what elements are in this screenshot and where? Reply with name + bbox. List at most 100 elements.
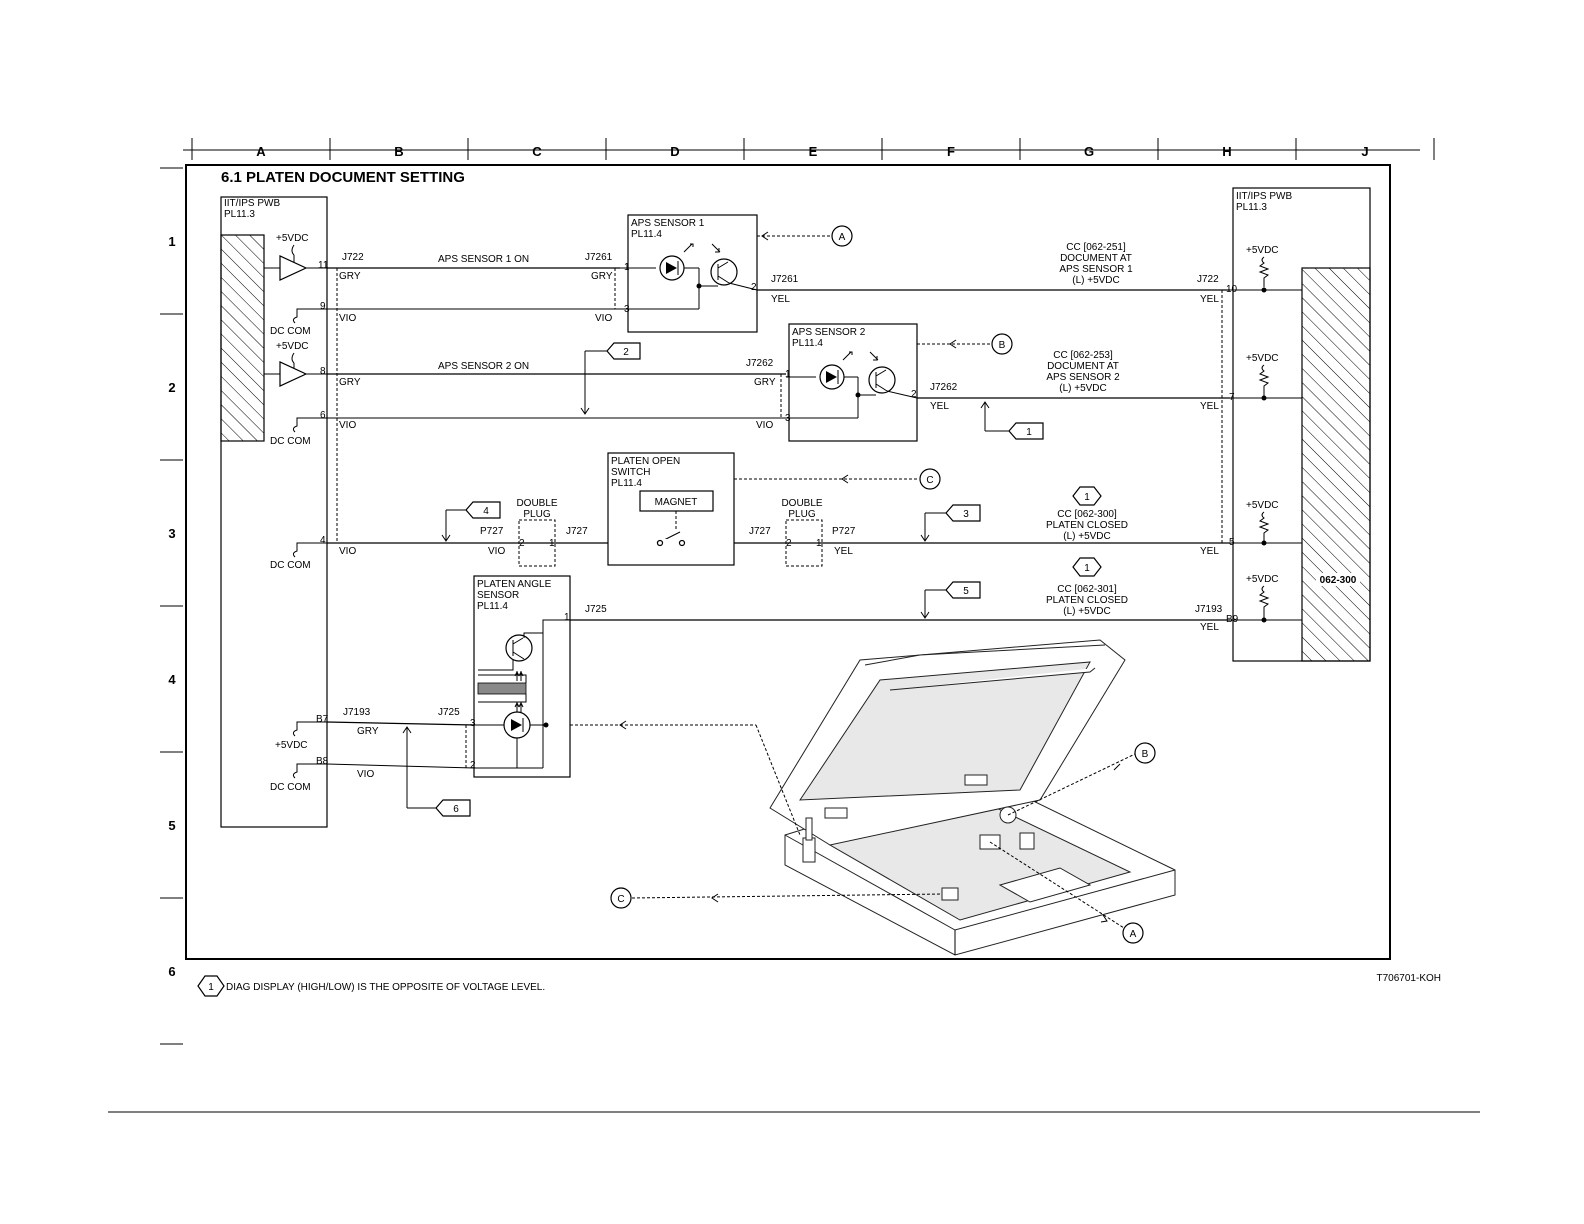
svg-text:GRY: GRY <box>339 271 361 282</box>
svg-text:1: 1 <box>785 369 791 380</box>
svg-text:P727: P727 <box>480 526 504 537</box>
column-label-e: E <box>809 144 818 159</box>
cc-301-marker: 1 <box>1084 563 1090 574</box>
svg-text:+5VDC: +5VDC <box>275 740 308 751</box>
cc-253-line3: APS SENSOR 2 <box>1046 372 1120 383</box>
row-label-3: 3 <box>168 526 175 541</box>
column-label-c: C <box>532 144 542 159</box>
svg-text:DC COM: DC COM <box>270 326 311 337</box>
svg-text:YEL: YEL <box>834 546 853 557</box>
angle-pl: PL11.4 <box>477 601 508 612</box>
cc-300-line3: (L) +5VDC <box>1063 531 1111 542</box>
cc-300-line2: PLATEN CLOSED <box>1046 520 1128 531</box>
svg-text:YEL: YEL <box>1200 294 1219 305</box>
column-label-j: J <box>1361 144 1368 159</box>
pin-b7: B7 <box>316 714 329 725</box>
svg-text:J722: J722 <box>1197 274 1219 285</box>
switch-pl: PL11.4 <box>611 478 642 489</box>
svg-text:1: 1 <box>208 982 214 993</box>
cc-253-line4: (L) +5VDC <box>1059 383 1107 394</box>
aps2-pl: PL11.4 <box>792 338 823 349</box>
svg-text:5: 5 <box>1229 537 1235 548</box>
left-pwb: IIT/IPS PWB PL11.3 +5VDC 11 9 DC COM +5V… <box>220 196 329 828</box>
aps-sensor-1-circuit: J722 GRY VIO APS SENSOR 1 ON J7261 GRY V… <box>327 214 758 333</box>
angle-line2: SENSOR <box>477 590 519 601</box>
pin-9: 9 <box>320 301 326 312</box>
cc-301-line1: CC [062-301] <box>1057 584 1117 595</box>
right-pwb-code: 062-300 <box>1320 575 1357 586</box>
svg-text:+5VDC: +5VDC <box>1246 500 1279 511</box>
svg-text:YEL: YEL <box>1200 622 1219 633</box>
svg-text:VIO: VIO <box>339 546 356 557</box>
callout-b-bottom: B <box>1142 749 1149 760</box>
page-title: 6.1 PLATEN DOCUMENT SETTING <box>221 169 465 186</box>
svg-text:10: 10 <box>1226 284 1238 295</box>
note-text: DIAG DISPLAY (HIGH/LOW) IS THE OPPOSITE … <box>226 982 545 993</box>
right-pwb-pl: PL11.3 <box>1236 202 1267 213</box>
svg-text:7: 7 <box>1229 392 1235 403</box>
svg-text:2: 2 <box>519 538 525 549</box>
column-label-g: G <box>1084 144 1094 159</box>
callout-5: 5 <box>963 586 969 597</box>
svg-text:GRY: GRY <box>339 377 361 388</box>
cc-251-line4: (L) +5VDC <box>1072 275 1120 286</box>
svg-text:2: 2 <box>470 760 476 771</box>
svg-text:J7262: J7262 <box>930 382 958 393</box>
callout-1: 1 <box>1026 427 1032 438</box>
svg-text:2: 2 <box>786 538 792 549</box>
callout-2: 2 <box>623 347 629 358</box>
svg-text:1: 1 <box>816 538 822 549</box>
row-label-5: 5 <box>168 818 175 833</box>
callout-a-bottom: A <box>1130 929 1137 940</box>
svg-text:J722: J722 <box>342 252 364 263</box>
row-label-1: 1 <box>168 234 175 249</box>
cc-251-line2: DOCUMENT AT <box>1060 253 1132 264</box>
svg-text:J725: J725 <box>585 604 607 615</box>
svg-text:+5VDC: +5VDC <box>1246 574 1279 585</box>
aps-sensor-2-circuit: GRY VIO APS SENSOR 2 ON J7262 GRY VIO 2 … <box>327 323 918 442</box>
callout-6: 6 <box>453 804 459 815</box>
cc-300-marker: 1 <box>1084 492 1090 503</box>
svg-text:P727: P727 <box>832 526 856 537</box>
svg-text:+5VDC: +5VDC <box>1246 245 1279 256</box>
column-label-a: A <box>256 144 266 159</box>
svg-text:2: 2 <box>751 282 757 293</box>
svg-text:+5VDC: +5VDC <box>276 341 309 352</box>
callout-3: 3 <box>963 509 969 520</box>
svg-text:DC COM: DC COM <box>270 560 311 571</box>
svg-text:J727: J727 <box>566 526 588 537</box>
column-label-h: H <box>1222 144 1231 159</box>
svg-text:PLUG: PLUG <box>788 509 815 520</box>
row-label-6: 6 <box>168 964 175 979</box>
svg-text:2: 2 <box>911 389 917 400</box>
right-pwb-name: IIT/IPS PWB <box>1236 191 1292 202</box>
svg-text:YEL: YEL <box>771 294 790 305</box>
switch-line2: SWITCH <box>611 467 650 478</box>
callout-c-bottom: C <box>617 894 624 905</box>
pin-11: 11 <box>318 260 329 271</box>
pin-4: 4 <box>320 535 326 546</box>
svg-text:YEL: YEL <box>1200 401 1219 412</box>
svg-text:VIO: VIO <box>339 420 356 431</box>
cc-251-line1: CC [062-251] <box>1066 242 1126 253</box>
signal-aps2-on: APS SENSOR 2 ON <box>438 361 529 372</box>
diagram-border <box>185 164 1391 960</box>
copier-illustration <box>769 639 1176 956</box>
magnet-label: MAGNET <box>655 497 698 508</box>
signal-aps1-on: APS SENSOR 1 ON <box>438 254 529 265</box>
svg-text:GRY: GRY <box>357 726 379 737</box>
svg-text:J7193: J7193 <box>343 707 371 718</box>
aps1-pl: PL11.4 <box>631 229 662 240</box>
column-label-b: B <box>394 144 403 159</box>
svg-text:GRY: GRY <box>591 271 613 282</box>
row-label-4: 4 <box>168 672 176 687</box>
svg-text:B9: B9 <box>1226 614 1239 625</box>
svg-text:DOUBLE: DOUBLE <box>781 498 822 509</box>
svg-text:J7261: J7261 <box>585 252 613 263</box>
column-label-f: F <box>947 144 955 159</box>
svg-text:YEL: YEL <box>930 401 949 412</box>
column-label-d: D <box>670 144 679 159</box>
svg-text:3: 3 <box>470 718 476 729</box>
callout-b-top: B <box>999 340 1006 351</box>
